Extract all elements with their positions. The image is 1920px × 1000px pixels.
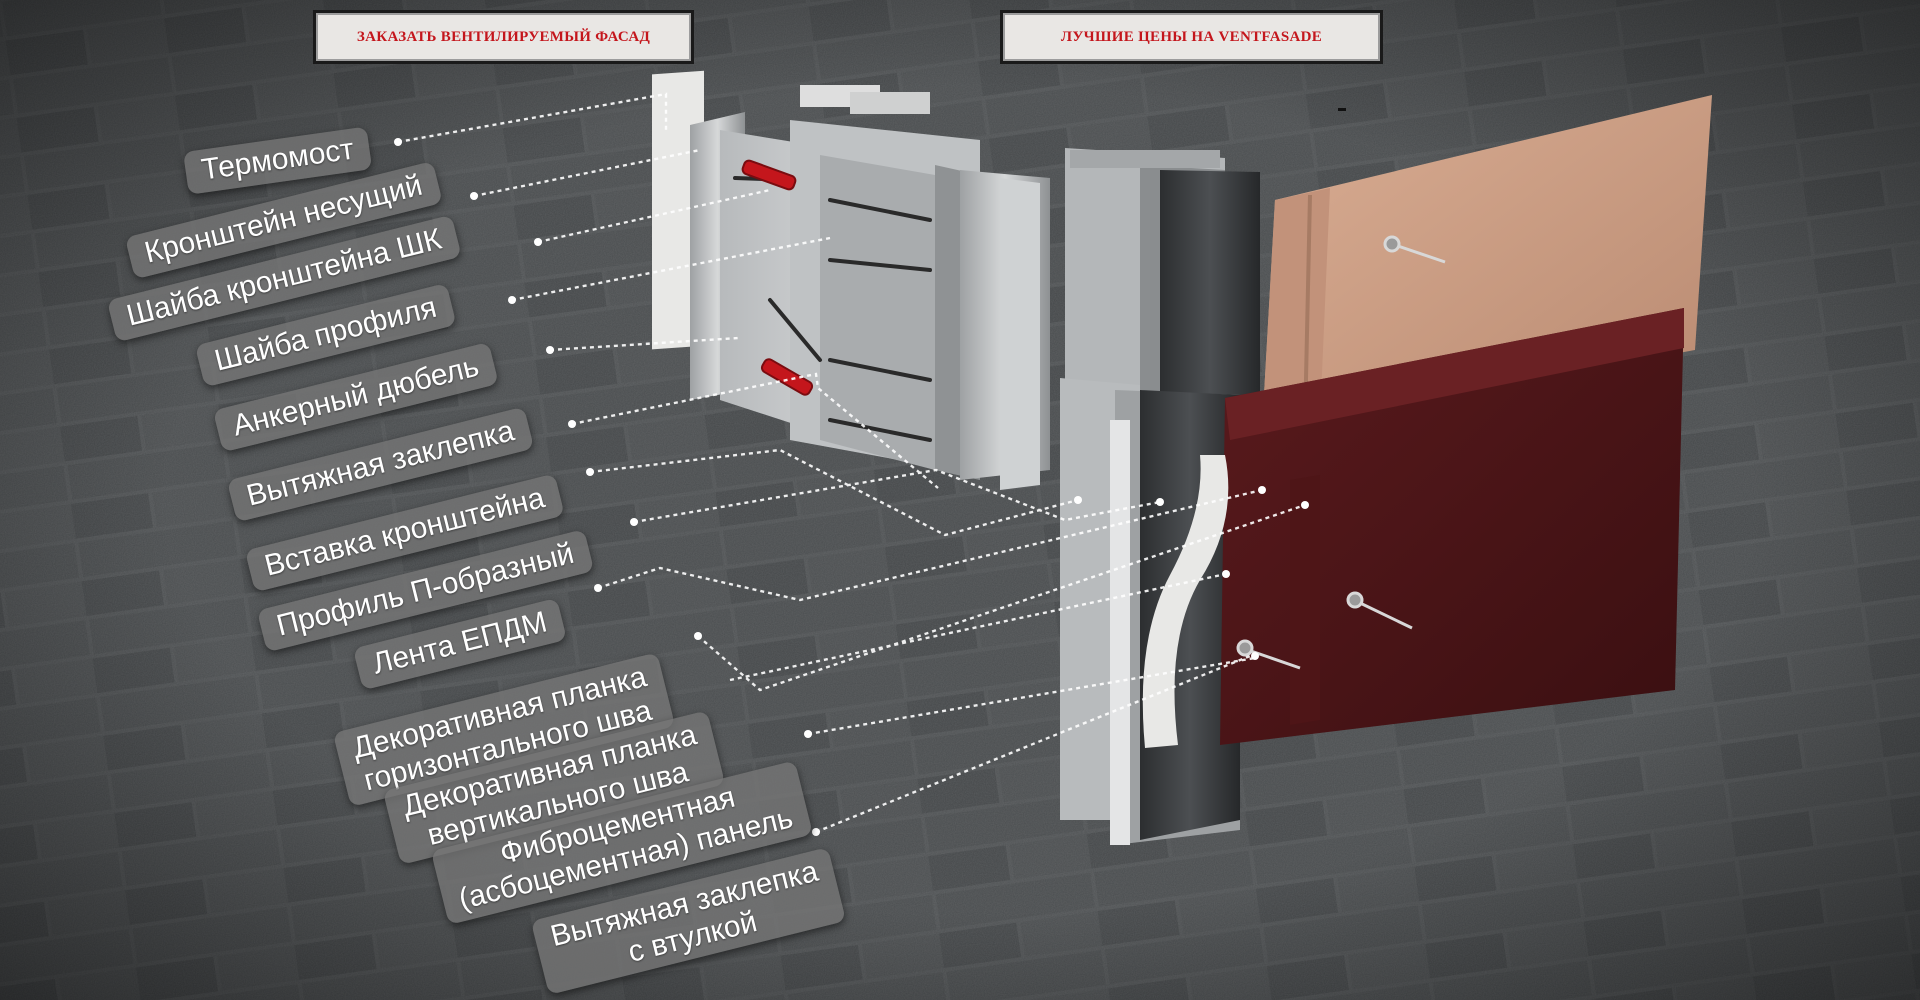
u-profile-upper — [1065, 148, 1260, 408]
u-profile-lower — [1060, 378, 1240, 845]
dash-mark — [1338, 108, 1346, 111]
order-facade-button[interactable]: ЗАКАЗАТЬ ВЕНТИЛИРУЕМЫЙ ФАСАД — [313, 10, 694, 64]
best-prices-button[interactable]: ЛУЧШИЕ ЦЕНЫ НА VENTFASADE — [1000, 10, 1383, 64]
